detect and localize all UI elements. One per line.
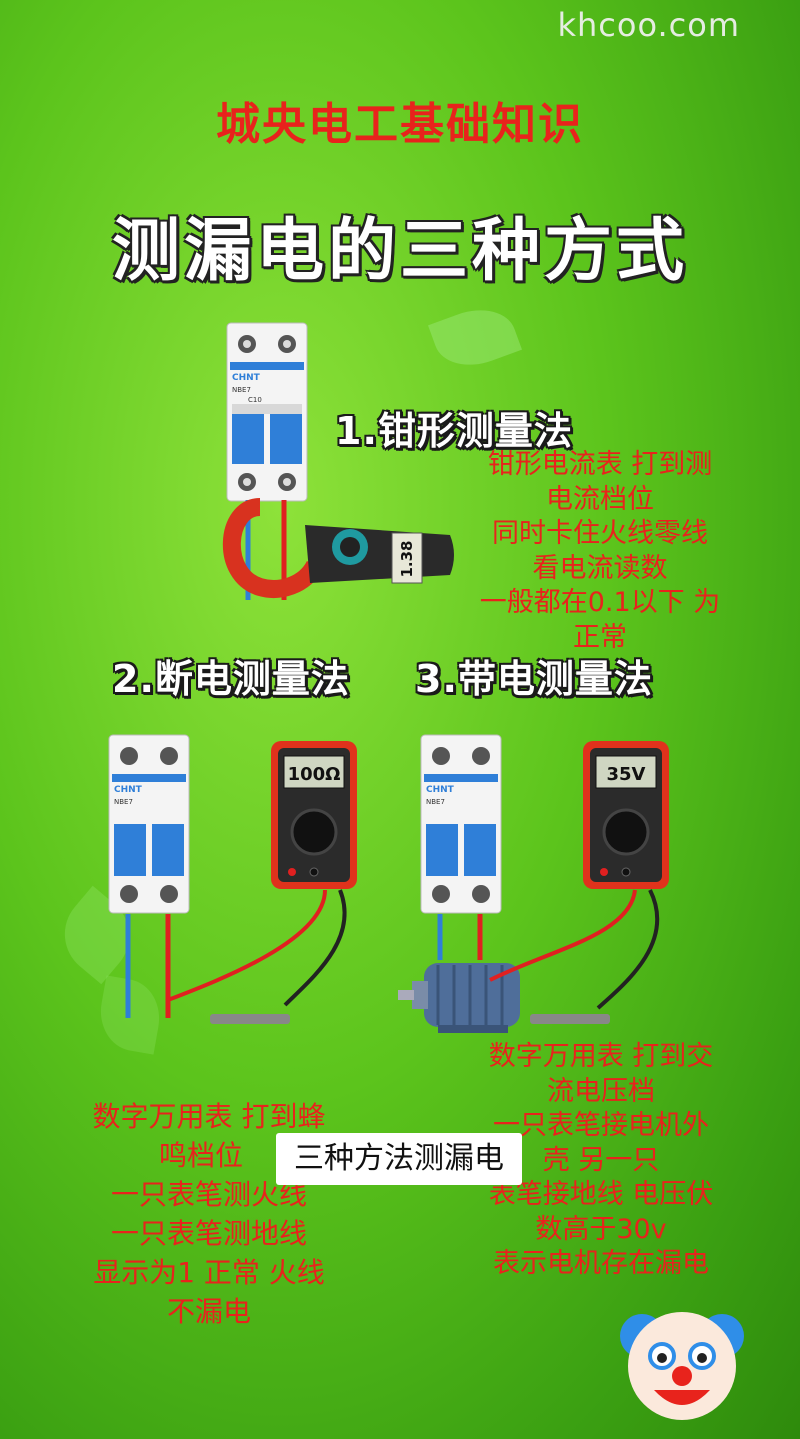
breaker-image: CHNT NBE7 bbox=[108, 734, 190, 914]
method1-line: 一般都在0.1以下 为 bbox=[479, 587, 721, 618]
method1-line: 电流档位 bbox=[546, 483, 654, 515]
method1-description: 钳形电流表 打到测 电流档位 同时卡住火线零线 看电流读数 一般都在0.1以下 … bbox=[472, 448, 728, 655]
method2-heading: 2.断电测量法 bbox=[112, 657, 350, 701]
method1-line: 钳形电流表 打到测 bbox=[487, 449, 713, 480]
method3-line: 数高于30v bbox=[535, 1213, 667, 1245]
test-leads-image bbox=[437, 889, 660, 1024]
method3-line: 壳 另一只 bbox=[542, 1144, 660, 1176]
breaker-model: NBE7 bbox=[114, 798, 133, 806]
method2-line: 一只表笔测地线 bbox=[110, 1217, 307, 1250]
clamp-meter-reading: 1.38 bbox=[398, 540, 416, 577]
multimeter-image: 35V bbox=[583, 741, 669, 889]
method3-line: 一只表笔接电机外 bbox=[493, 1110, 709, 1141]
watermark: khcoo.com bbox=[557, 6, 740, 44]
method1-line: 同时卡住火线零线 bbox=[492, 518, 708, 549]
clown-emoji-icon bbox=[620, 1312, 744, 1420]
breaker-brand: CHNT bbox=[232, 373, 261, 383]
breaker-brand: CHNT bbox=[114, 785, 143, 795]
method2-line: 不漏电 bbox=[166, 1295, 251, 1328]
breaker-brand: CHNT bbox=[426, 785, 455, 795]
method2-line: 一只表笔测火线 bbox=[110, 1178, 307, 1211]
breaker-image: CHNT NBE7 C10 bbox=[226, 322, 308, 502]
breaker-model: NBE7 bbox=[426, 798, 445, 806]
multimeter-image: 100Ω bbox=[271, 741, 357, 889]
method3-heading: 3.带电测量法 bbox=[415, 657, 653, 701]
multimeter-reading: 35V bbox=[607, 764, 646, 785]
method3-line: 表示电机存在漏电 bbox=[493, 1248, 709, 1279]
breaker-model: NBE7 bbox=[232, 386, 251, 394]
method2-description: 数字万用表 打到蜂 鸣档位 一只表笔测火线 一只表笔测地线 显示为1 正常 火线… bbox=[64, 1097, 354, 1331]
method3-description: 数字万用表 打到交 流电压档 一只表笔接电机外 壳 另一只 表笔接地线 电压伏 … bbox=[470, 1040, 732, 1282]
method1-heading: 1.钳形测量法 bbox=[335, 409, 573, 453]
method3-line: 表笔接地线 电压伏 bbox=[488, 1179, 714, 1210]
page-title: 测漏电的三种方式 bbox=[111, 212, 688, 291]
test-leads-image bbox=[125, 889, 347, 1024]
breaker-image: CHNT NBE7 bbox=[420, 734, 502, 914]
method1-line: 正常 bbox=[573, 621, 627, 653]
method2-line: 数字万用表 打到蜂 bbox=[92, 1100, 326, 1133]
method2-line: 显示为1 正常 火线 bbox=[93, 1256, 325, 1289]
breaker-rating: C10 bbox=[248, 396, 262, 404]
method1-line: 看电流读数 bbox=[532, 552, 668, 584]
banner-caption: 三种方法测漏电 bbox=[276, 1133, 522, 1185]
method3-line: 流电压档 bbox=[547, 1075, 655, 1107]
leaf-decoration bbox=[428, 297, 522, 378]
clamp-meter-image: 1.38 bbox=[222, 498, 454, 600]
multimeter-reading: 100Ω bbox=[288, 764, 341, 785]
method2-line: 鸣档位 bbox=[159, 1139, 244, 1172]
subtitle: 城央电工基础知识 bbox=[216, 99, 584, 150]
method3-line: 数字万用表 打到交 bbox=[488, 1041, 714, 1072]
